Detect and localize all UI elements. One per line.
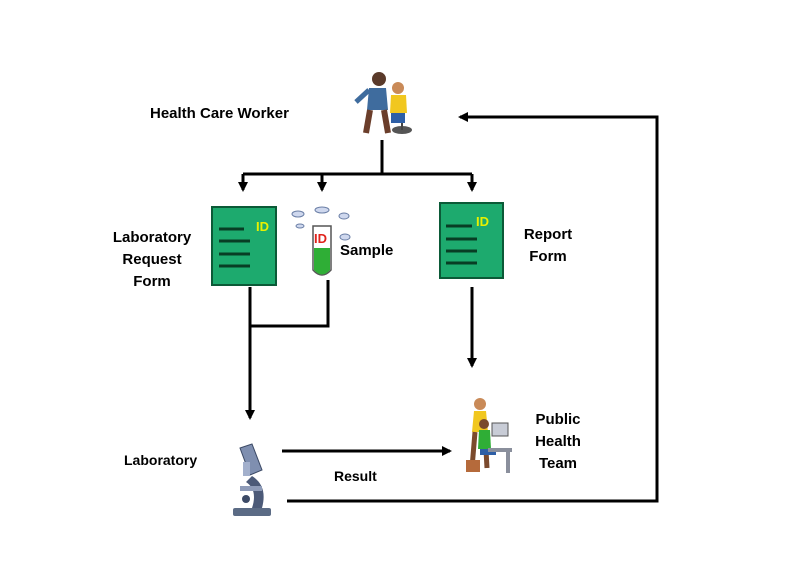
lab-request-form-label: Laboratory Request Form [102,227,202,293]
public-health-team-label-line-2: Health [535,433,581,450]
feedback-loop-line [287,115,659,503]
health-care-worker-label: Health Care Worker [150,105,289,122]
sample-id-tag: ID [314,231,327,246]
request-form-id-tag: ID [256,219,269,234]
result-label: Result [334,468,377,484]
report-form-label-line-2: Form [529,248,567,265]
lab-request-form-label-line-3: Form [133,273,171,290]
report-form-icon [439,202,504,279]
microscope-icon [233,443,271,516]
public-health-team-label-line-3: Team [538,455,578,472]
report-form-label: Report Form [510,224,586,268]
sample-join-line [250,280,330,328]
public-health-team-label: Public Health Team [520,409,596,475]
public-health-team-label-line-1: Public [535,411,581,428]
connectors [238,112,659,503]
report-form-id-tag: ID [476,214,489,229]
sample-tube-icon [291,206,351,276]
lab-request-form-icon [211,206,277,286]
public-health-team-icon [466,398,512,473]
sample-label: Sample [340,242,394,259]
report-form-label-line-1: Report [523,226,573,243]
lab-request-form-label-line-2: Request [122,251,182,268]
lab-request-form-label-line-1: Laboratory [112,229,192,246]
laboratory-label: Laboratory [124,452,198,468]
health-care-worker-icon [354,72,412,134]
